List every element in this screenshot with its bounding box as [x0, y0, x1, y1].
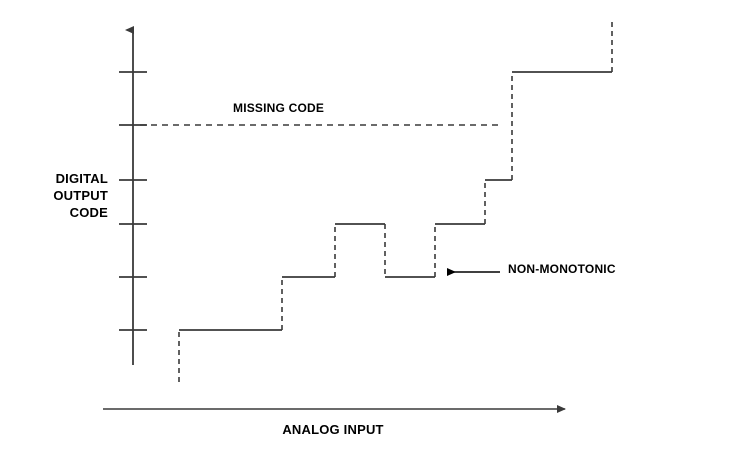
y-axis-label: DIGITAL OUTPUT CODE [53, 171, 108, 220]
x-axis-label: ANALOG INPUT [282, 422, 384, 437]
missing-code-label: MISSING CODE [233, 101, 325, 115]
non-monotonic-label: NON-MONOTONIC [508, 262, 616, 276]
staircase-risers [178, 20, 613, 382]
staircase-treads [179, 71, 612, 331]
y-axis [119, 26, 147, 365]
